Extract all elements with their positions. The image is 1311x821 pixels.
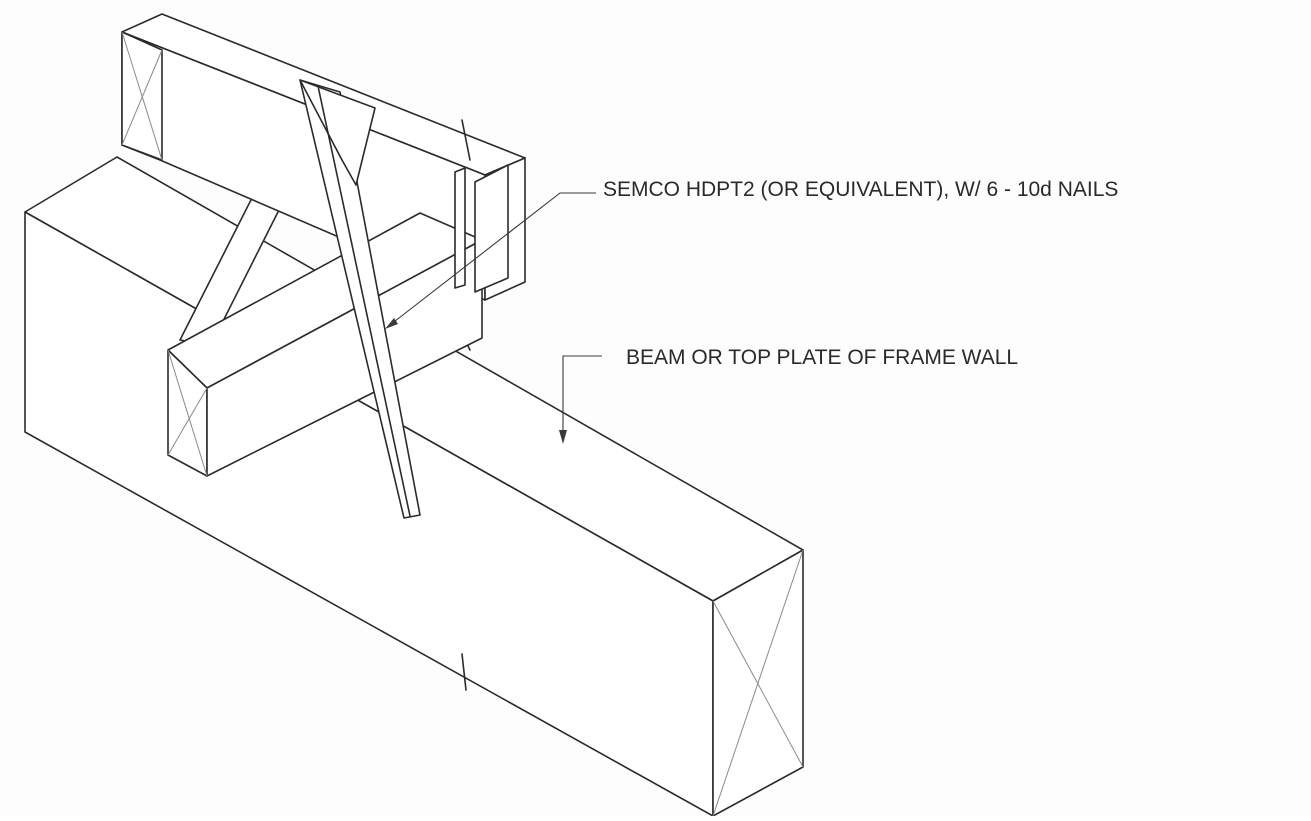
hanger-leader-arrowhead [385, 318, 398, 329]
rafter-end-cross-b [121, 49, 163, 146]
strap-edge [317, 85, 411, 517]
beam-leader-arrowhead [559, 430, 567, 444]
beam-leader-line [562, 355, 602, 440]
hanger-callout-text: SEMCO HDPT2 (OR EQUIVALENT), W/ 6 - 10d … [603, 178, 1118, 201]
hanger-leader-line [389, 192, 596, 326]
hanger-plate-left [454, 167, 466, 289]
strap-long-leg [299, 79, 421, 519]
rafter-end-cross-a [121, 31, 163, 161]
hanger-leader [385, 192, 596, 329]
beam-end-cross-b [712, 549, 804, 817]
hanger-plate-right [474, 164, 509, 293]
hdpt2-strap [299, 79, 509, 519]
block-end-cross-a [167, 349, 208, 477]
rafter-break [461, 119, 471, 161]
cross-block [167, 212, 483, 477]
beam-callout-text: BEAM OR TOP PLATE OF FRAME WALL [626, 346, 1018, 369]
beam-break-front [461, 653, 467, 691]
block-front-face [206, 239, 483, 477]
block-end-cross-b [167, 387, 208, 456]
beam-leader [559, 355, 602, 444]
